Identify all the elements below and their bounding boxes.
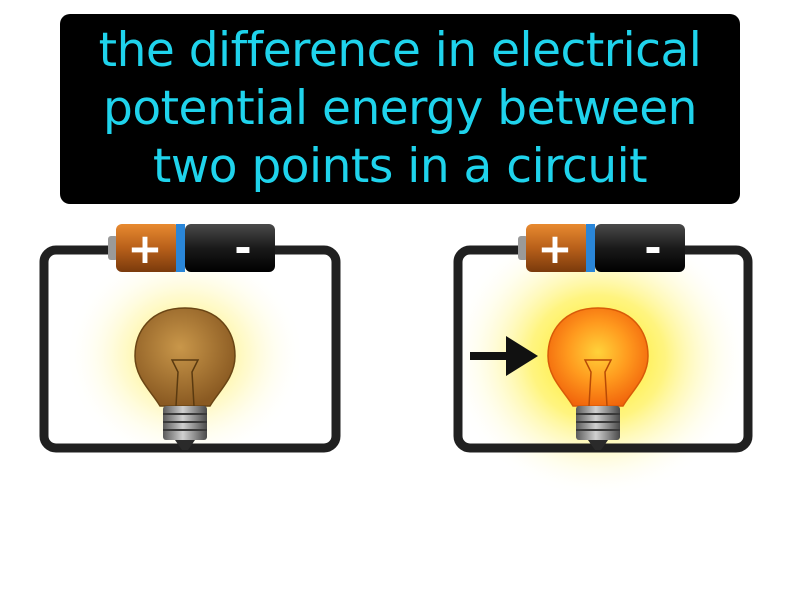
arrow-right-icon — [470, 336, 538, 376]
battery-positive-end — [116, 224, 180, 272]
battery-positive-label: + — [127, 224, 162, 273]
light-bulb-icon — [134, 307, 236, 450]
battery-stripe — [176, 224, 185, 272]
definition-box: the difference in electrical potential e… — [60, 14, 740, 204]
definition-line-3: two points in a circuit — [152, 139, 648, 194]
definition-line-2: potential energy between — [103, 81, 697, 136]
circuit-right: + - — [448, 218, 753, 498]
battery-negative-end — [185, 224, 275, 272]
battery-negative-label: - — [644, 223, 661, 272]
battery-stripe — [586, 224, 595, 272]
battery-negative-end — [595, 224, 685, 272]
battery: + - — [518, 223, 685, 273]
light-bulb-icon — [547, 307, 649, 450]
battery-positive-end — [526, 224, 590, 272]
definition-line-1: the difference in electrical — [98, 23, 702, 78]
circuit-left: + - — [39, 223, 341, 465]
battery-negative-label: - — [234, 223, 251, 272]
battery-positive-label: + — [537, 224, 572, 273]
battery: + - — [108, 223, 275, 273]
